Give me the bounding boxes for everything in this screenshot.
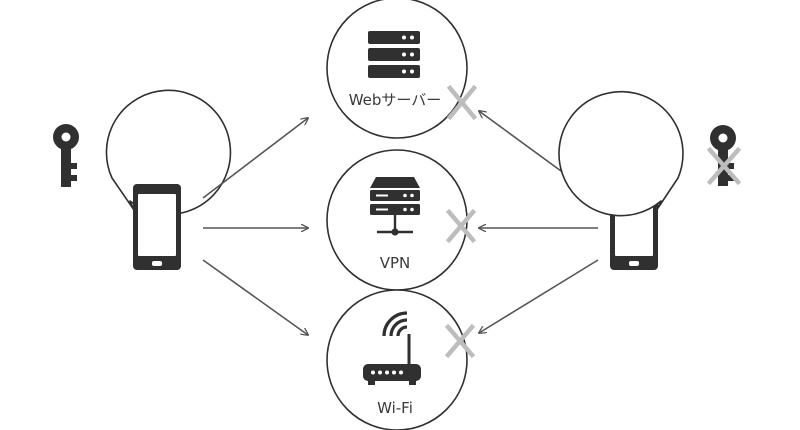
left-speech-bubble [53, 89, 232, 216]
arrow-left-to-wifi [202, 259, 308, 335]
arrow-right-to-wifi [479, 259, 599, 333]
denied-marks [444, 84, 478, 359]
web-server-label: Webサーバー [349, 91, 442, 109]
server-icon [368, 31, 420, 78]
vpn-server-icon [370, 177, 420, 236]
web-server-node: Webサーバー [326, 0, 468, 139]
key-denied-cross-icon [706, 146, 742, 186]
arrow-left-to-web-server [202, 118, 308, 199]
vpn-denied-cross-icon [445, 208, 477, 244]
wifi-node: Wi-Fi [326, 289, 468, 430]
wifi-denied-cross-icon [444, 323, 476, 359]
wifi-router-icon [363, 311, 421, 385]
right-speech-bubble [558, 90, 742, 217]
web-server-denied-cross-icon [446, 84, 478, 121]
key-icon [53, 124, 79, 187]
wifi-label: Wi-Fi [377, 399, 413, 417]
vpn-label: VPN [380, 254, 411, 272]
vpn-node: VPN [326, 149, 468, 291]
left-arrows [202, 118, 308, 335]
left-smartphone [133, 184, 181, 270]
